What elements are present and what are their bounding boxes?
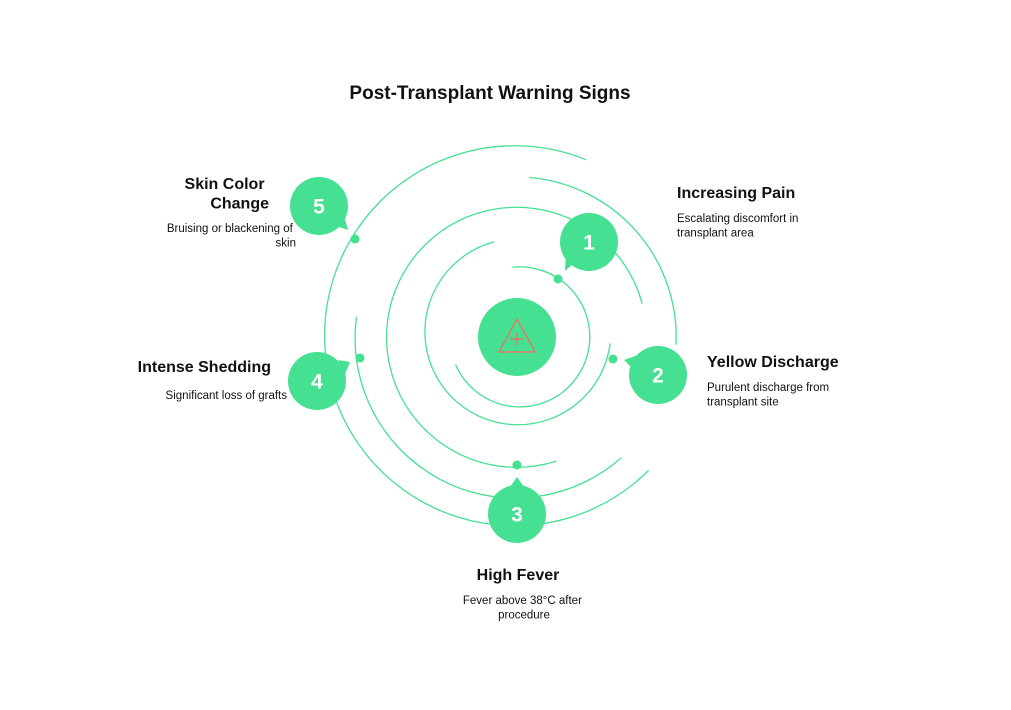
arc-ring-2 <box>424 241 611 426</box>
item-4-intense-shedding: 4 Intense Shedding Significant loss of g… <box>138 352 365 410</box>
item-description: Escalating discomfort in transplant area <box>677 213 802 240</box>
badge-circle <box>560 213 618 271</box>
arc-marker-dot <box>355 353 365 363</box>
item-title: Increasing Pain <box>677 185 795 202</box>
arc-marker-dot <box>350 234 360 244</box>
arc-marker-dot <box>608 354 618 364</box>
item-1-increasing-pain: 1 Increasing Pain Escalating discomfort … <box>553 185 802 284</box>
item-description: Significant loss of grafts <box>166 390 288 402</box>
warning-triangle-plus-icon <box>498 318 536 353</box>
badge-pointer <box>624 355 638 370</box>
badge-number: 3 <box>511 504 523 527</box>
badge-number: 5 <box>313 196 325 219</box>
item-title: High Fever <box>477 567 560 584</box>
item-2-yellow-discharge: 2 Yellow Discharge Purulent discharge fr… <box>608 346 839 409</box>
item-description: Fever above 38°C after procedure <box>463 595 585 622</box>
badge-pointer <box>510 477 524 487</box>
badge-circle <box>290 177 348 235</box>
item-3-high-fever: 3 High Fever Fever above 38°C after proc… <box>463 460 585 622</box>
badge-pointer <box>336 216 348 230</box>
item-title: Yellow Discharge <box>707 354 839 371</box>
badge-circle <box>488 485 546 543</box>
arc-marker-dot <box>512 460 522 470</box>
badge-number: 4 <box>311 371 323 394</box>
badge-pointer <box>338 360 350 374</box>
item-title: Skin Color Change <box>185 176 270 213</box>
page-title: Post-Transplant Warning Signs <box>349 83 630 104</box>
item-title: Intense Shedding <box>138 359 271 376</box>
badge-number: 2 <box>652 365 664 388</box>
badge-pointer <box>565 252 575 271</box>
badge-circle <box>288 352 346 410</box>
arc-ring-4 <box>354 316 622 499</box>
item-description: Bruising or blackening of skin <box>167 223 296 250</box>
item-description: Purulent discharge from transplant site <box>707 382 832 409</box>
badge-circle <box>629 346 687 404</box>
badge-number: 1 <box>583 232 595 255</box>
center-node <box>478 298 556 376</box>
arc-ring-6 <box>529 176 677 345</box>
arc-marker-dot <box>553 274 563 284</box>
item-5-skin-color-change: 5 Skin Color Change Bruising or blackeni… <box>167 176 360 250</box>
